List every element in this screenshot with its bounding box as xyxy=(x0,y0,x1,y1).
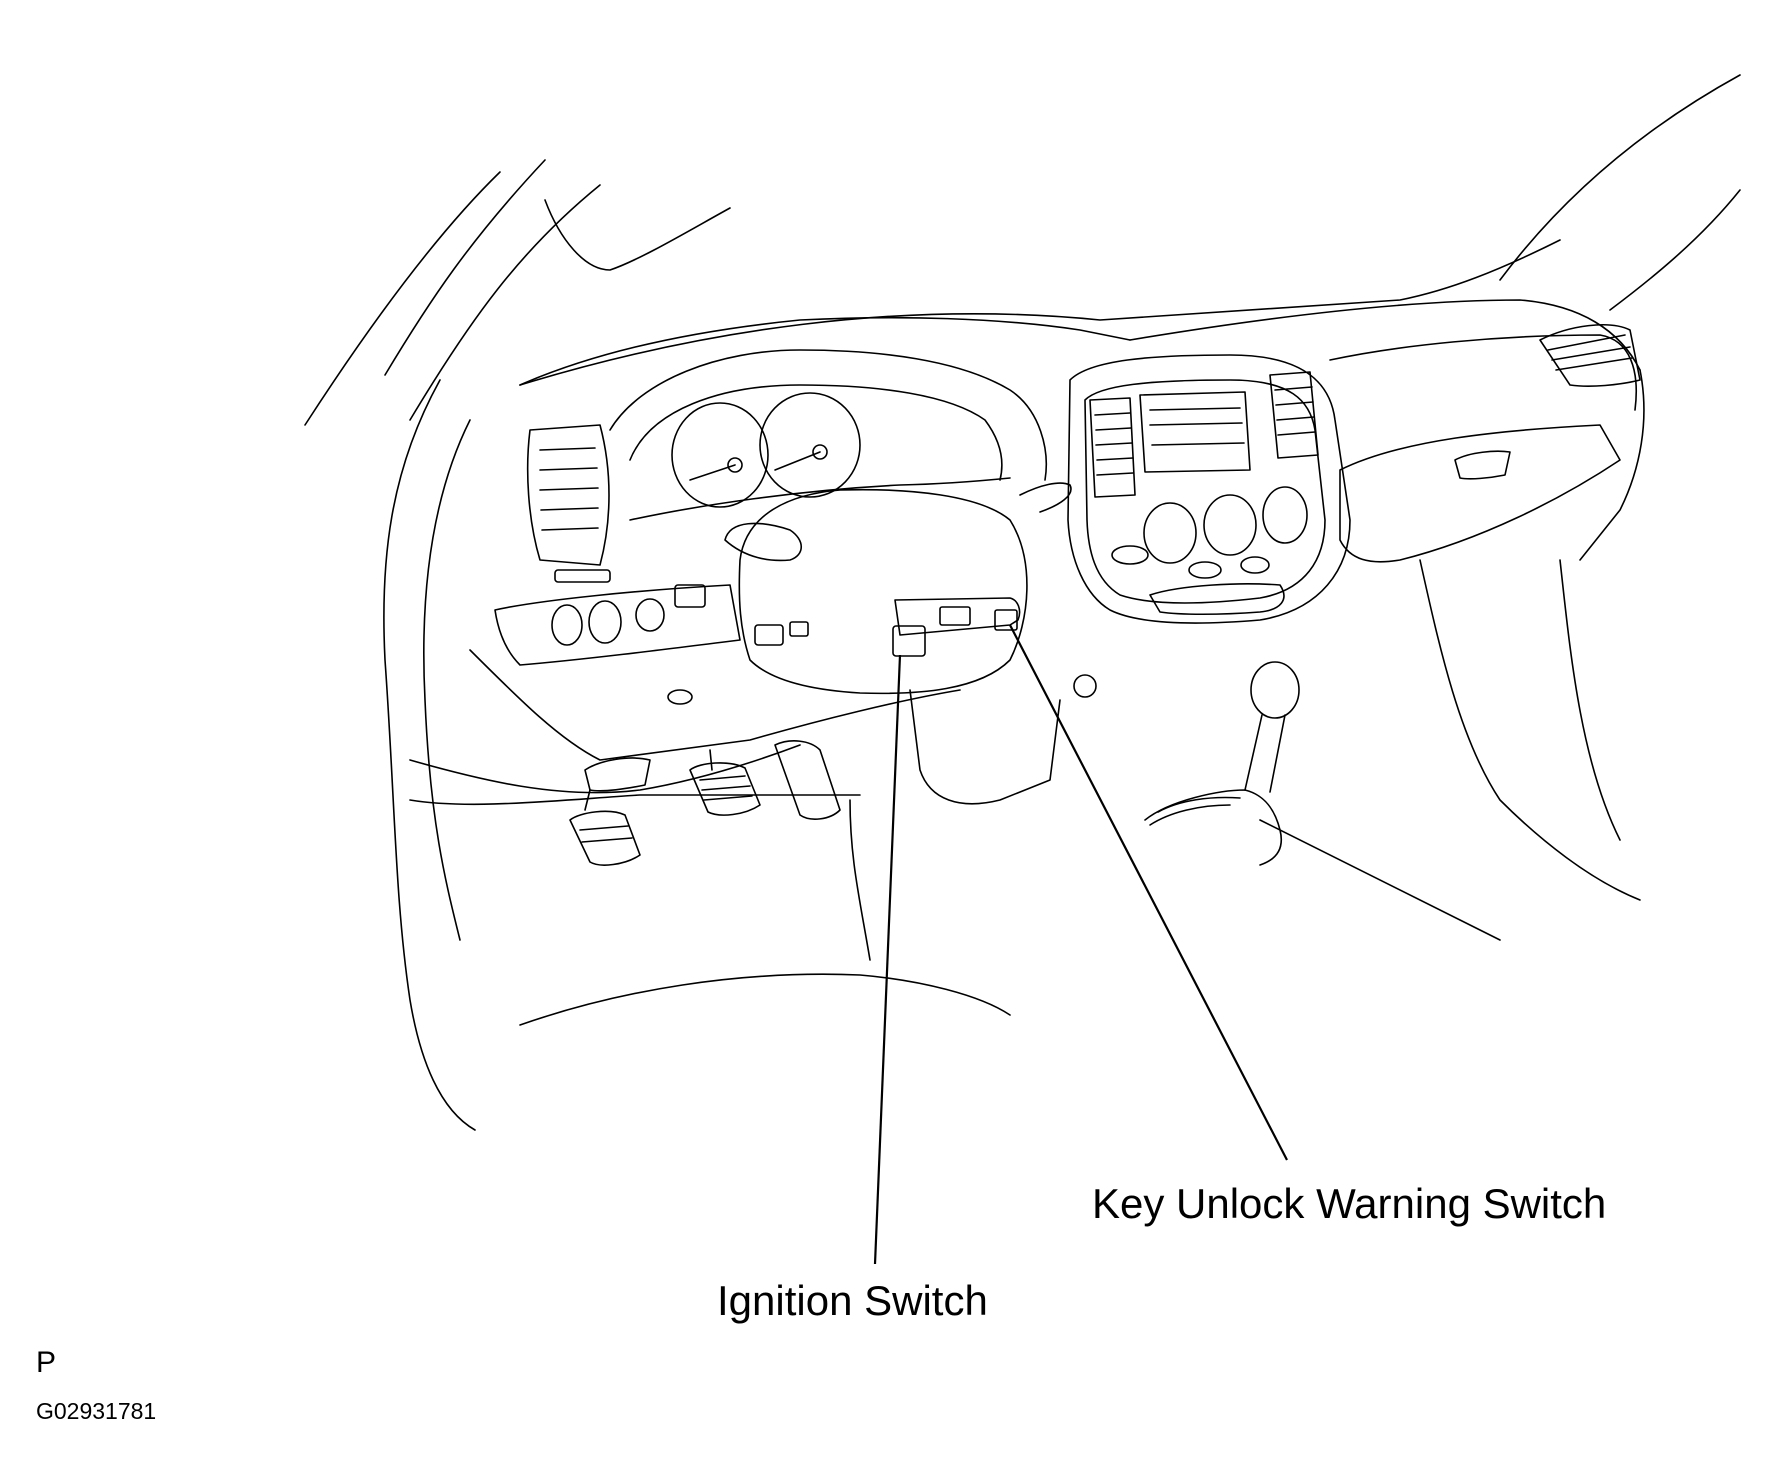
shift-boot xyxy=(1144,789,1282,866)
passenger-vent xyxy=(1539,324,1641,387)
gauge-left xyxy=(671,402,769,508)
gauge-right-hub xyxy=(812,444,828,460)
key-warning-connector xyxy=(994,609,1018,631)
ignition-connector xyxy=(892,625,926,657)
switch-center-block xyxy=(939,606,971,626)
radio-slot xyxy=(1149,407,1245,446)
shift-knob xyxy=(1250,661,1300,719)
gauge-left-needle xyxy=(689,464,736,481)
brake-pedal xyxy=(689,762,761,816)
shroud-slot-2 xyxy=(789,621,809,637)
left-knob-3 xyxy=(635,598,665,632)
a-pillar-cap xyxy=(544,199,731,271)
lower-dash xyxy=(469,649,961,761)
hvac-button-1 xyxy=(1111,545,1149,565)
passenger-vent-slats xyxy=(1547,334,1633,371)
leader-ignition-switch xyxy=(873,654,902,1265)
passenger-dash xyxy=(1329,334,1638,411)
center-vent-right-slats xyxy=(1274,386,1316,436)
figure-id: G02931781 xyxy=(36,1398,157,1424)
switch-assembly xyxy=(894,597,1021,636)
glovebox xyxy=(1339,424,1621,563)
center-stack xyxy=(1067,354,1351,624)
cluster-inner xyxy=(629,384,1003,481)
column-shroud xyxy=(738,488,1028,695)
leader-key-unlock-switch xyxy=(1009,624,1288,1161)
column-lever-left xyxy=(724,522,803,562)
accel-pedal xyxy=(774,740,841,820)
windshield-base xyxy=(519,239,1561,386)
left-vent xyxy=(526,424,610,566)
hvac-button-3 xyxy=(1240,556,1270,574)
brake-pedal-arm xyxy=(709,749,713,771)
lower-dash-2 xyxy=(409,744,801,794)
windshield-right-pillar xyxy=(1499,74,1741,281)
left-vent-tab xyxy=(554,569,611,583)
left-door-edge xyxy=(383,379,476,1131)
hvac-knob-3 xyxy=(1262,486,1308,544)
passenger-kick-2 xyxy=(1559,559,1621,841)
dash-top-right xyxy=(1129,299,1641,371)
left-door-edge-inner xyxy=(423,419,471,941)
column-lever-right xyxy=(1019,482,1072,513)
center-vent-left xyxy=(1089,397,1136,498)
gauge-right-needle xyxy=(774,451,821,471)
shift-lever xyxy=(1244,714,1286,793)
a-pillar-inner-2 xyxy=(409,184,601,421)
left-vent-slats xyxy=(539,447,599,531)
key-unlock-warning-switch-label: Key Unlock Warning Switch xyxy=(1092,1180,1607,1227)
hvac-knob-2 xyxy=(1203,494,1257,556)
a-pillar-outer xyxy=(304,171,501,426)
a-pillar-inner xyxy=(384,159,546,376)
radio xyxy=(1139,391,1251,473)
hvac-button-2 xyxy=(1188,561,1222,579)
cluster-bottom xyxy=(629,477,1011,521)
floor-right xyxy=(1259,819,1501,941)
floor-tunnel xyxy=(849,799,871,961)
pedal-ribs xyxy=(579,775,753,843)
glovebox-handle xyxy=(1454,450,1511,480)
figure-letter: P xyxy=(36,1346,57,1379)
dash-top xyxy=(519,316,1131,386)
center-vent-right xyxy=(1269,371,1319,459)
dash-right-edge xyxy=(1579,369,1645,561)
center-stack-inner xyxy=(1084,379,1326,604)
shift-boot-ribs xyxy=(1149,796,1241,826)
clutch-pedal-arm xyxy=(584,789,591,811)
left-switch xyxy=(674,584,706,608)
clutch-pedal xyxy=(569,810,641,866)
floor-front xyxy=(519,973,1011,1026)
floor-edge xyxy=(409,794,861,806)
gauge-left-hub xyxy=(727,457,743,473)
cluster-hood xyxy=(609,349,1048,481)
knee-bolster xyxy=(909,689,1061,805)
gauge-right xyxy=(759,392,861,498)
ashtray xyxy=(1149,583,1285,616)
windshield-right-pillar-2 xyxy=(1609,189,1741,311)
hvac-knob-1 xyxy=(1143,502,1197,564)
parking-pedal xyxy=(584,757,651,792)
passenger-kick xyxy=(1419,559,1641,901)
shroud-slot xyxy=(754,624,784,646)
left-switch-panel xyxy=(494,584,741,666)
lower-hole xyxy=(667,689,693,705)
center-vent-left-slats xyxy=(1094,412,1134,476)
left-knob-2 xyxy=(588,600,622,644)
left-knob-1 xyxy=(551,604,583,646)
console-hole xyxy=(1073,674,1097,698)
ignition-switch-label: Ignition Switch xyxy=(717,1277,988,1324)
